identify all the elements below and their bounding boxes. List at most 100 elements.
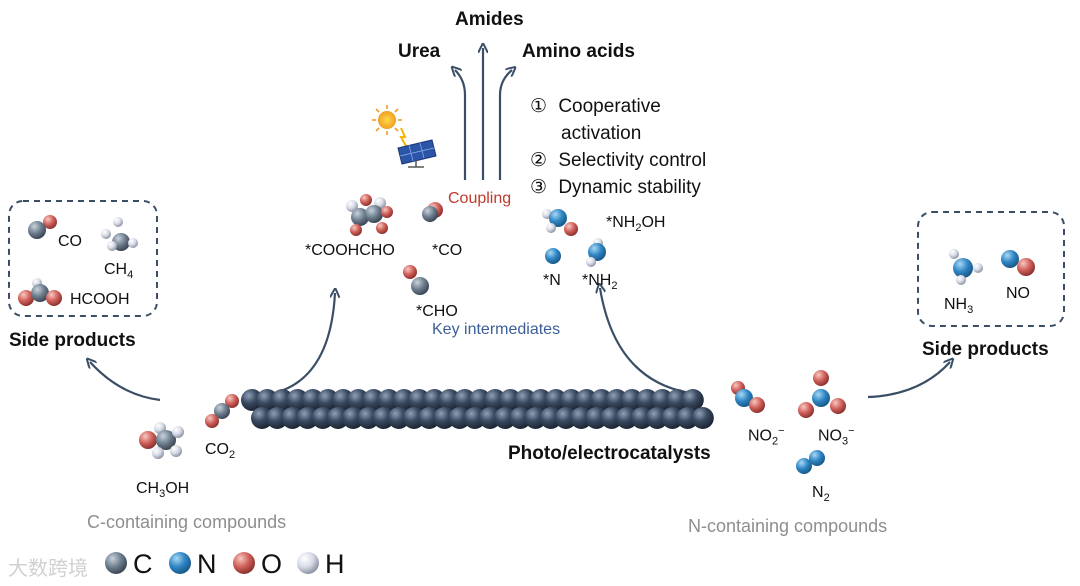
label-nh2oh-sub: 2 [635,222,642,235]
arrow-to-right-side-products [867,362,950,399]
step-3-text: Dynamic stability [558,177,701,198]
n-atom [545,248,561,264]
legend-label-c: C [133,549,153,579]
catalyst-sphere [585,407,608,429]
label-cooh-cho: *COOHCHO [305,242,395,259]
left-side-products-title: Side products [9,330,136,351]
catalyst-sphere [377,389,400,411]
label-ch4: CH4 [104,262,133,281]
catalyst-sphere [347,389,370,411]
catalyst-sphere [681,389,704,411]
catalyst-sphere [251,407,273,429]
catalyst-sphere [514,389,537,411]
catalyst-sphere [286,389,309,411]
catalyst-sphere [372,407,395,429]
legend-atom-n [169,552,191,574]
catalyst-sphere [266,407,289,429]
label-co-intermediate: *CO [432,242,463,259]
catalyst-sphere [575,389,598,411]
nh3-molecule [949,249,983,285]
step-1-text-continued: activation [561,123,642,144]
catalyst-sphere [636,389,659,411]
watermark: 大数跨境 [8,558,88,580]
catalyst-chain [241,389,714,429]
catalyst-sphere [529,389,552,411]
label-nh2: *NH2 [582,273,617,292]
label-nh3: NH3 [944,297,973,316]
catalyst-sphere [453,389,476,411]
label-no2-sup: − [778,425,785,437]
catalyst-sphere [387,407,410,429]
product-amino-acids: Amino acids [522,41,635,62]
n2-molecule [796,450,825,474]
catalyst-sphere [524,407,547,429]
product-arrows [455,48,512,180]
nh2oh-molecule [542,209,578,236]
right-side-products-title: Side products [922,339,1049,360]
cooh-cho-molecule [346,194,393,236]
arrow-to-left-side-products [90,362,161,402]
label-nh2oh-tail: OH [641,214,666,231]
arrow-to-c-intermediates [264,293,335,397]
catalyst-sphere [539,407,562,429]
catalyst-sphere [408,389,431,411]
catalyst-sphere [311,407,334,429]
label-ch4-sub: 4 [127,269,134,282]
step-2: ② Selectivity control [530,147,706,174]
catalyst-sphere [281,407,304,429]
label-nh3-main: NH [944,296,968,313]
no-side-molecule [1001,250,1035,276]
label-nh2-main: *NH [582,272,612,289]
catalyst-sphere [327,407,349,429]
no3-molecule [798,370,846,418]
n-compounds-label: N-containing compounds [688,516,888,536]
label-ch3oh-sub: 3 [159,488,166,501]
legend-atom-o [233,552,255,574]
catalyst-label: Photo/electrocatalysts [508,443,711,464]
catalyst-sphere [605,389,628,411]
catalyst-sphere [661,407,684,429]
sun-icon [372,105,407,147]
label-n2: N2 [812,485,830,504]
catalyst-sphere [393,389,415,411]
catalyst-sphere [479,407,501,429]
label-cho: *CHO [416,303,458,320]
label-ch3oh: CH3OH [136,481,189,500]
legend-label-n: N [197,549,217,579]
nh2-molecule [586,238,606,267]
label-nh2oh-main: *NH [606,214,636,231]
hcooh-molecule [18,278,62,306]
catalyst-sphere [418,407,441,429]
catalyst-sphere [357,407,380,429]
catalyst-sphere [499,389,522,411]
label-n2-main: N [812,484,824,501]
catalyst-sphere [433,407,456,429]
step-2-text: Selectivity control [558,150,707,171]
label-no2-main: NO [748,427,772,445]
legend-atom-c [105,552,127,574]
step-3: ③ Dynamic stability [530,174,701,201]
label-no3-sub: 3 [842,435,849,448]
legend-label-h: H [325,549,345,579]
coupling-label: Coupling [448,190,512,207]
catalyst-sphere [600,407,623,429]
label-nh3-sub: 3 [967,304,974,317]
label-co2: CO2 [205,442,235,461]
co-side-molecule [28,215,57,239]
label-ch4-main: CH [104,261,128,278]
legend-atom-h [297,552,319,574]
ch4-molecule [101,217,138,251]
catalyst-sphere [570,407,593,429]
step-1-number: ① [530,96,548,117]
catalyst-sphere [590,389,613,411]
label-co2-sub: 2 [229,449,236,462]
product-urea: Urea [398,41,441,62]
catalyst-sphere [646,407,669,429]
label-n: *N [543,272,561,289]
catalyst-sphere [423,389,446,411]
catalyst-sphere [296,407,319,429]
catalyst-sphere [560,389,583,411]
label-side-no: NO [1006,285,1030,302]
label-side-co: CO [58,233,82,250]
